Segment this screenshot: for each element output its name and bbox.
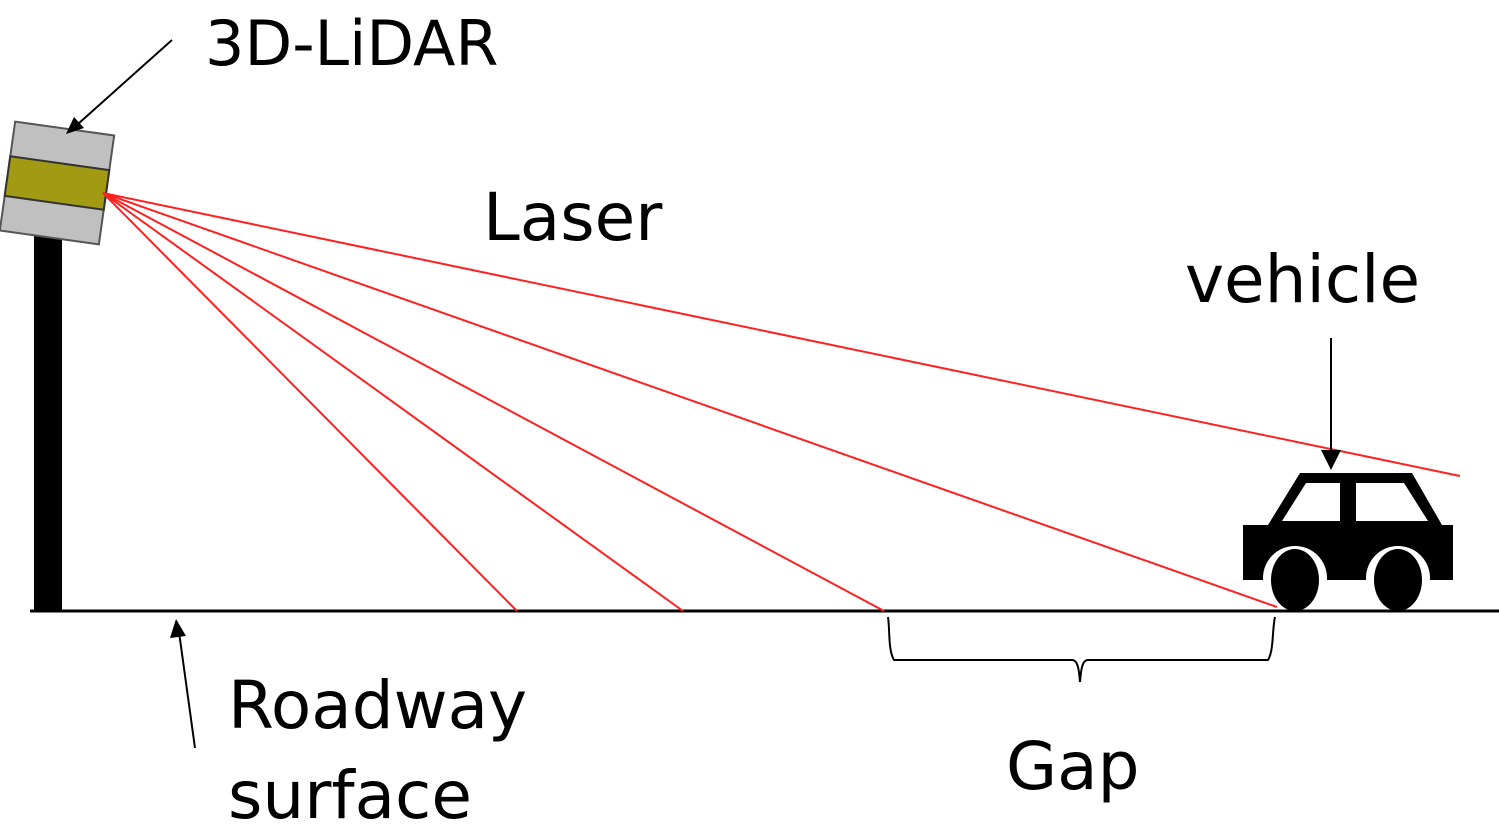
laser-ray [102, 192, 518, 612]
laser-rays [102, 192, 1461, 612]
laser-label: Laser [483, 179, 663, 256]
car-icon [1243, 473, 1453, 611]
lidar-sensor-icon [0, 120, 116, 246]
lidar-label: 3D-LiDAR [205, 7, 498, 80]
laser-ray [102, 192, 1278, 608]
roadway-label-line2: surface [228, 757, 472, 828]
roadway-arrow [170, 619, 196, 749]
laser-ray [102, 192, 684, 612]
vehicle-label: vehicle [1185, 241, 1420, 318]
sensor-pole [34, 232, 62, 612]
roadway-label-line1: Roadway [228, 667, 527, 744]
vehicle-arrow [1321, 338, 1341, 470]
laser-ray [102, 192, 1461, 477]
gap-brace [887, 616, 1276, 683]
laser-ray [102, 192, 885, 612]
lidar-arrow [66, 39, 173, 134]
gap-label: Gap [1006, 728, 1139, 805]
